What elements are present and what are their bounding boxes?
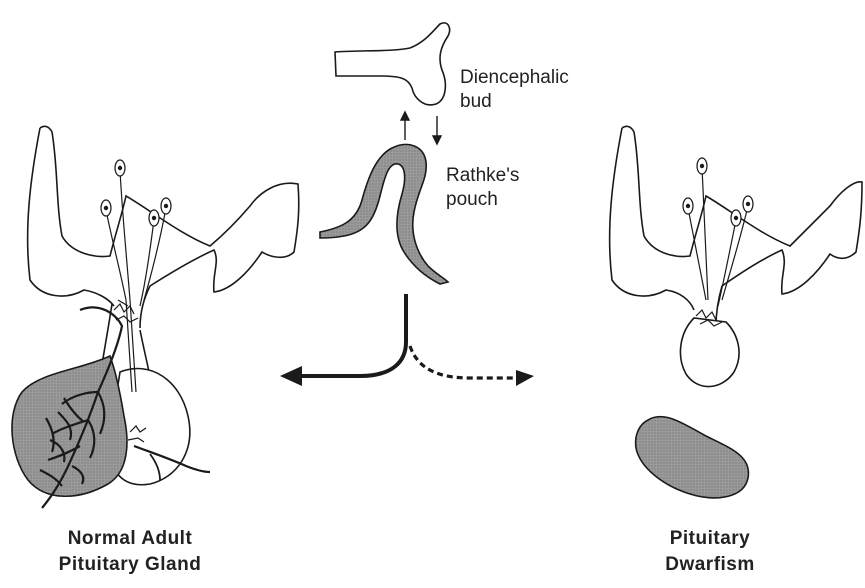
pituitary-dwarfism-caption-line1: Pituitary xyxy=(620,526,800,552)
normal-development-arrow xyxy=(280,294,406,386)
ectopic-anterior-tissue xyxy=(636,417,749,498)
dwarfism-posterior-lobe xyxy=(680,318,739,387)
diencephalic-bud-label-line1: Diencephalic xyxy=(460,66,569,90)
rathkes-pouch-label: Rathke's pouch xyxy=(446,164,519,212)
normal-adult-caption: Normal Adult Pituitary Gland xyxy=(20,526,240,578)
diencephalic-bud-label: Diencephalic bud xyxy=(460,66,569,114)
rathkes-pouch-label-line1: Rathke's xyxy=(446,164,519,188)
rathkes-pouch-label-line2: pouch xyxy=(446,188,519,212)
normal-adult-caption-line2: Pituitary Gland xyxy=(20,552,240,578)
diencephalic-bud-shape xyxy=(335,23,450,105)
pituitary-dwarfism-caption: Pituitary Dwarfism xyxy=(620,526,800,578)
normal-pituitary-drawing xyxy=(12,126,299,508)
diencephalic-bud-label-line2: bud xyxy=(460,90,569,114)
dwarfism-pituitary-drawing xyxy=(610,126,862,498)
pituitary-dwarfism-caption-line2: Dwarfism xyxy=(620,552,800,578)
normal-adult-caption-line1: Normal Adult xyxy=(20,526,240,552)
interaction-arrows xyxy=(401,112,441,144)
dwarfism-arrow xyxy=(410,346,534,386)
rathkes-pouch-shape xyxy=(320,144,448,284)
